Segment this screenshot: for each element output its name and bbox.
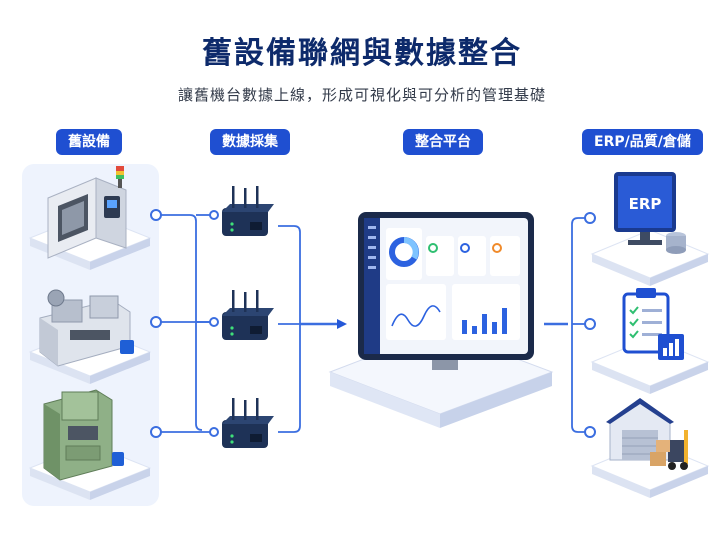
connector-node (209, 210, 219, 220)
quality-clipboard-icon (622, 288, 684, 360)
cnc-machine-icon (47, 166, 127, 259)
column-label-legacy: 舊設備 (56, 129, 122, 155)
page-subtitle: 讓舊機台數據上線，形成可視化與可分析的管理基礎 (177, 86, 546, 104)
machine-connectors (160, 214, 210, 433)
connector-node (150, 426, 162, 438)
target-connectors (544, 217, 586, 433)
warehouse-icon (606, 398, 688, 470)
connector-node (584, 426, 596, 438)
erp-screen-label: ERP (629, 195, 662, 213)
gateway-router-icon (222, 290, 274, 340)
erp-monitor-icon (614, 172, 686, 254)
gateway-connectors (278, 225, 347, 433)
page-title: 舊設備聯網與數據整合 (202, 36, 522, 71)
dashboard-monitor-icon (328, 212, 554, 428)
connector-node (584, 318, 596, 330)
connector-node (150, 209, 162, 221)
column-label-platform: 整合平台 (403, 129, 483, 155)
connector-node (150, 316, 162, 328)
connector-node (584, 212, 596, 224)
connector-node (209, 317, 219, 327)
gateway-router-icon (222, 398, 274, 448)
lathe-machine-icon (39, 289, 134, 367)
gateway-router-icon (222, 186, 274, 236)
connector-node (209, 427, 219, 437)
column-label-targets: ERP/品質/倉儲 (582, 129, 703, 155)
column-label-collect: 數據採集 (210, 129, 290, 155)
press-machine-icon (43, 389, 124, 481)
